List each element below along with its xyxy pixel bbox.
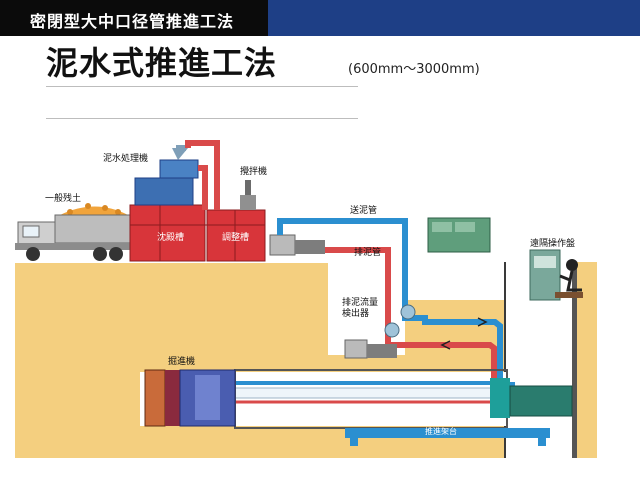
label-remote-panel: 遠隔操作盤 xyxy=(530,237,575,249)
label-settling-tank: 沈殿槽 xyxy=(157,231,184,243)
banner-text: 密閉型大中口径管推進工法 xyxy=(30,12,235,31)
arrow-feed xyxy=(477,317,488,327)
label-flow-meter: 排泥流量 検出器 xyxy=(342,296,381,319)
header-banner: 密閉型大中口径管推進工法 xyxy=(0,0,640,36)
label-dump-soil: 一般残土 xyxy=(45,192,81,204)
page-title: 泥水式推進工法 xyxy=(46,44,278,82)
label-feed-pipe: 送泥管 xyxy=(350,204,377,216)
title-underline xyxy=(46,86,358,87)
discharge-pump xyxy=(344,339,397,359)
arrow-discharge xyxy=(440,340,451,350)
label-agitator: 攪拌機 xyxy=(240,165,267,177)
remote-panel-unit xyxy=(529,249,583,301)
label-discharge-pipe: 排泥管 xyxy=(354,246,381,258)
jacking-stand xyxy=(345,428,550,438)
adjust-tank xyxy=(206,209,266,262)
power-unit xyxy=(427,217,491,253)
label-adjust-tank: 調整槽 xyxy=(222,231,249,243)
feed-pump xyxy=(269,234,325,256)
title-rule-2 xyxy=(46,118,358,119)
agitator xyxy=(240,180,256,210)
diameter-range: (600mm～3000mm) xyxy=(348,62,480,77)
feed-pipe xyxy=(277,218,515,388)
slurry-processing-machine xyxy=(134,145,199,206)
dump-truck xyxy=(15,203,133,261)
tbm-machine xyxy=(144,369,236,427)
discharge-pipe-top xyxy=(185,140,220,210)
label-slurry-plant: 泥水処理機 xyxy=(103,152,148,164)
flow-meter xyxy=(384,304,416,338)
settling-tank xyxy=(129,204,206,262)
jacking-unit xyxy=(490,378,573,418)
flow-meter-line-1: 排泥流量 xyxy=(342,296,378,308)
shaft-wall-right xyxy=(572,262,577,458)
label-jack-stand: 推進架台 xyxy=(425,426,457,436)
banner-blue-block xyxy=(268,0,640,36)
banner-dark-block: 密閉型大中口径管推進工法 xyxy=(0,0,268,36)
flow-meter-line-2: 検出器 xyxy=(342,307,369,319)
label-machine: 掘進機 xyxy=(168,355,195,367)
